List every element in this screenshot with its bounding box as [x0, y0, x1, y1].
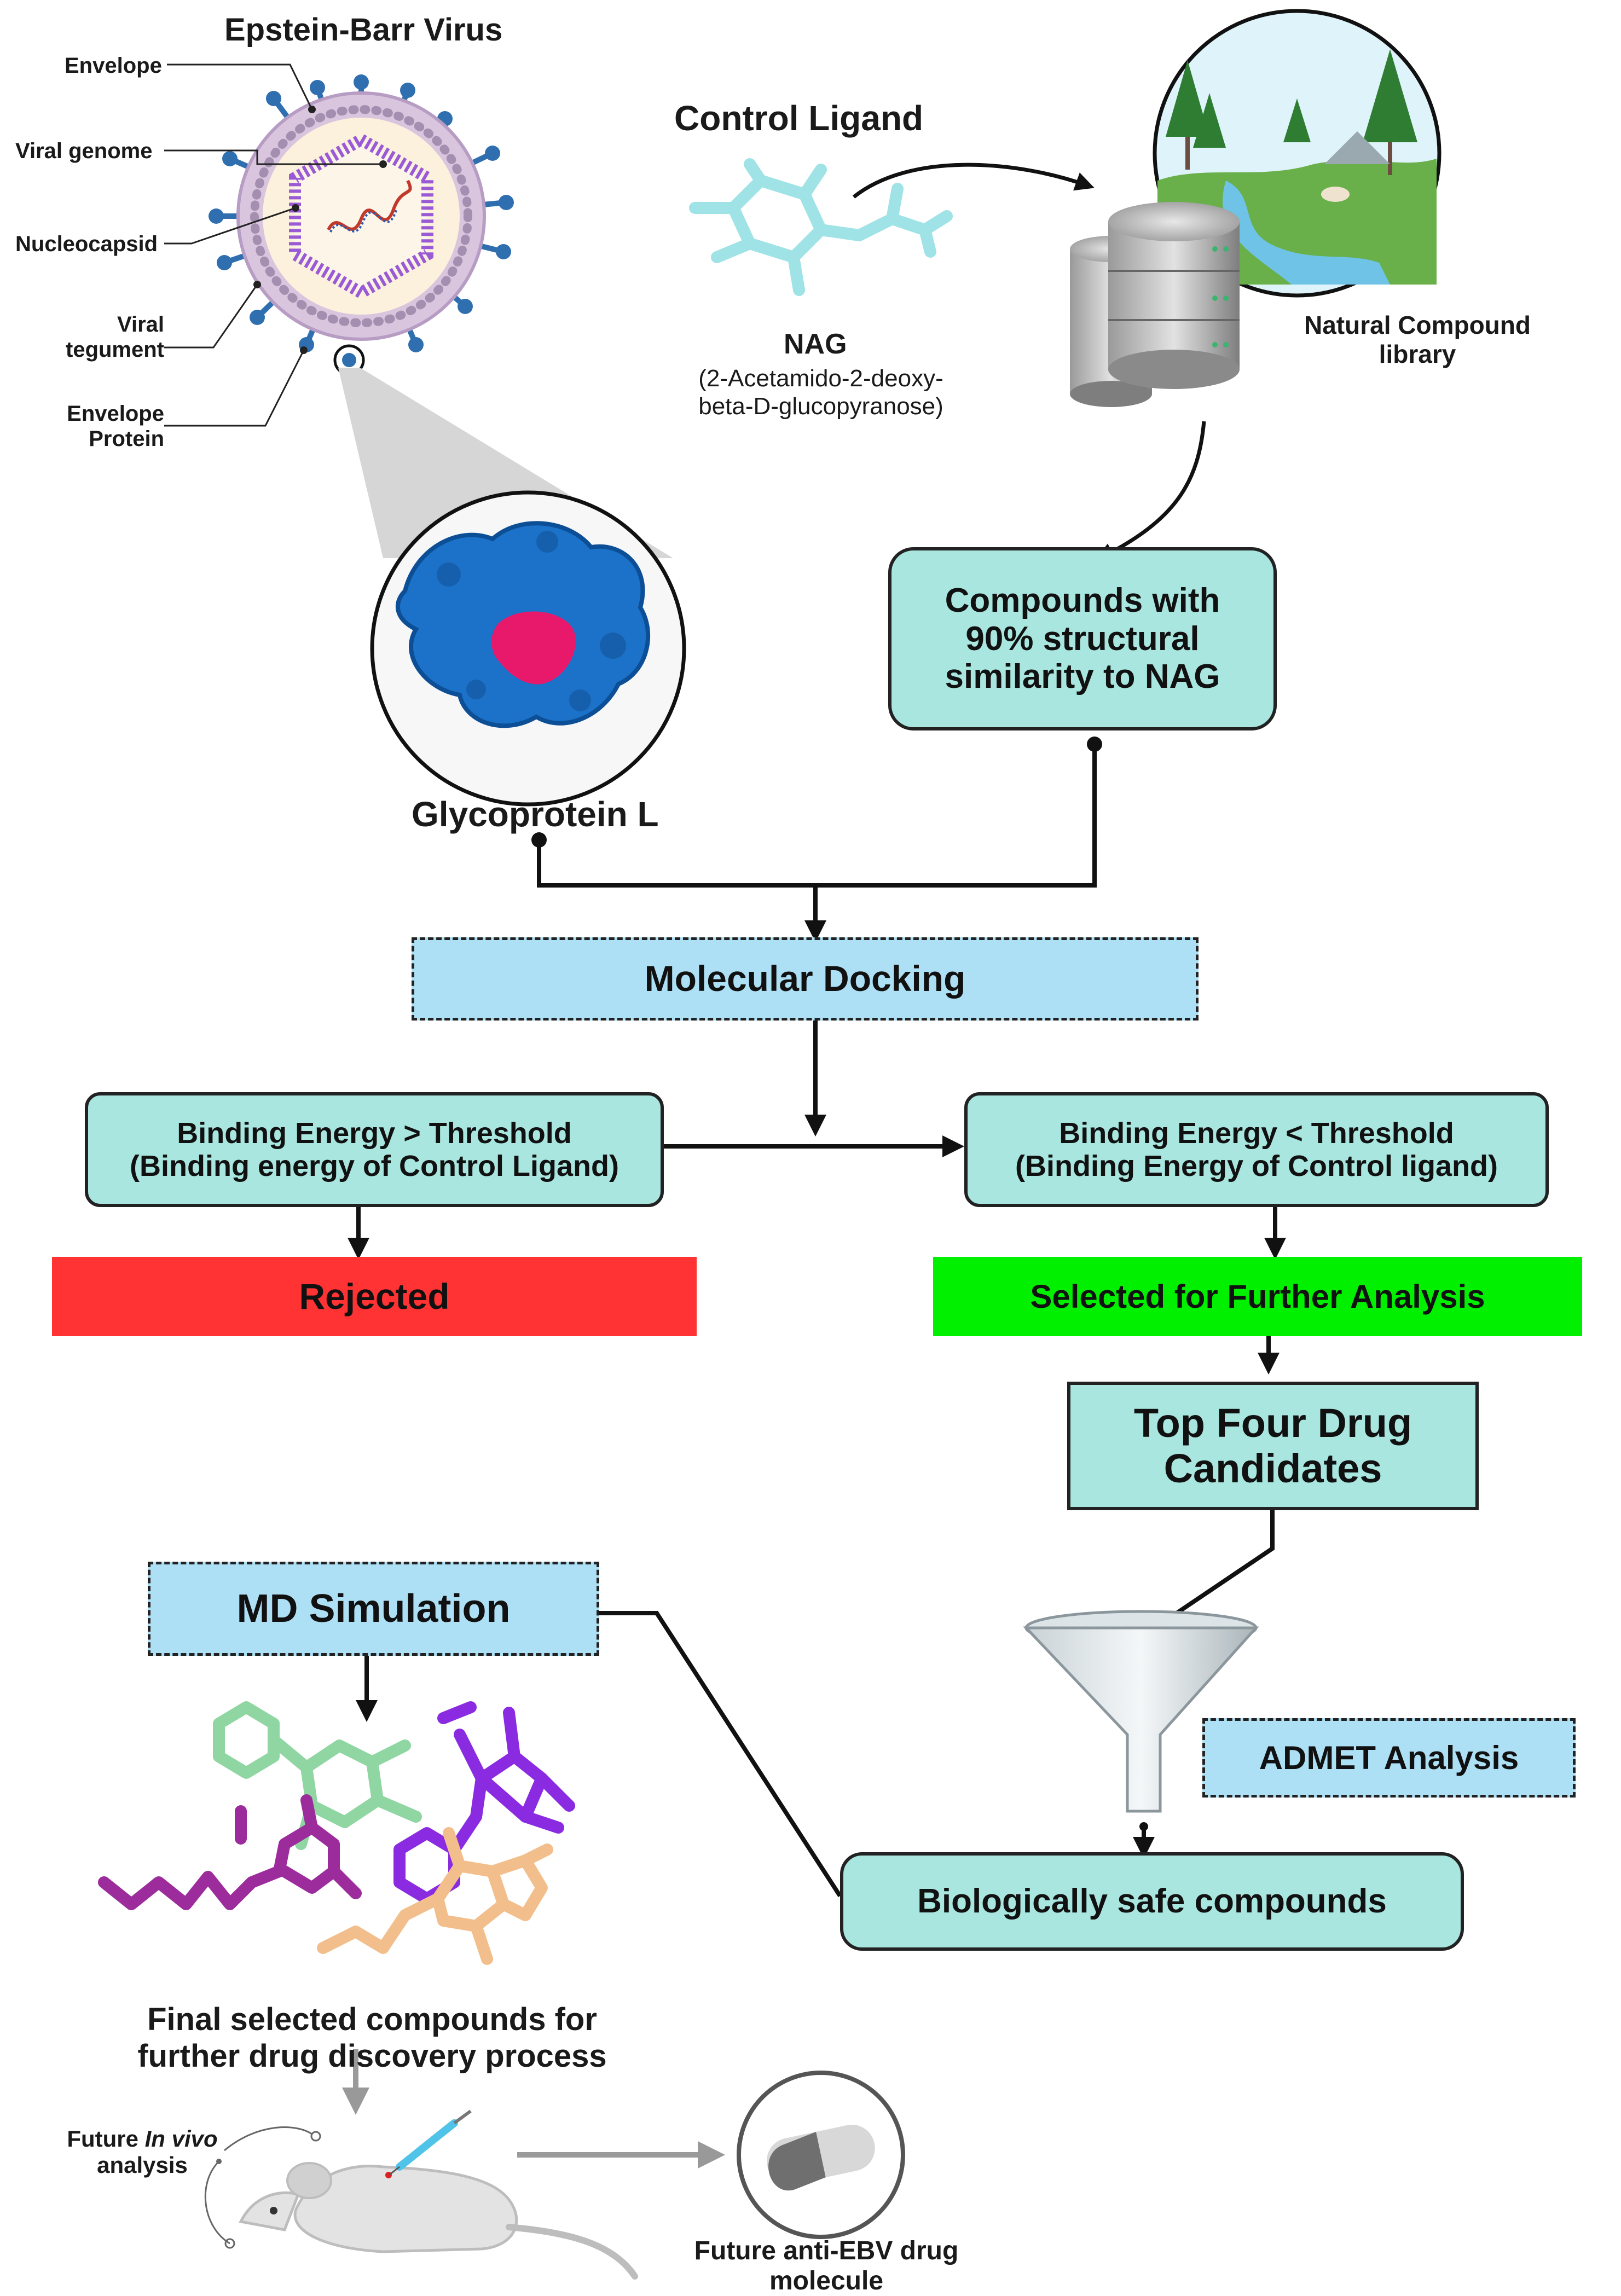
compound-magenta [98, 1794, 362, 1910]
label-viral-genome: Viral genome [15, 139, 153, 163]
drug-capsule-icon [737, 2071, 905, 2239]
in-vivo-suffix: analysis [97, 2152, 188, 2178]
in-vivo-italic: In vivo [144, 2126, 218, 2152]
top-four-candidates-box: Top Four Drug Candidates [1067, 1382, 1479, 1510]
glycoprotein-l-structure [396, 521, 650, 728]
admet-analysis-box: ADMET Analysis [1202, 1718, 1576, 1798]
nag-name: NAG [784, 328, 847, 360]
final-compounds-label: Final selected compounds for further dru… [137, 2002, 607, 2074]
mouse-illustration [204, 2109, 638, 2280]
compound-green [213, 1701, 422, 1850]
library-label: Natural Compound library [1304, 311, 1531, 368]
arrow-library-to-compounds [1095, 421, 1206, 561]
database-icon [1070, 202, 1240, 407]
biologically-safe-box: Biologically safe compounds [840, 1852, 1464, 1951]
arrow-ligand-to-library [852, 163, 1095, 199]
control-ligand-title: Control Ligand [674, 98, 924, 138]
energy-below-threshold-box: Binding Energy < Threshold (Binding Ener… [964, 1092, 1549, 1207]
virus-illustration [209, 74, 514, 376]
compound-tan [317, 1827, 553, 1965]
label-viral-tegument: Viral tegument [66, 312, 164, 362]
label-nucleocapsid: Nucleocapsid [15, 232, 158, 256]
nag-molecule [689, 158, 953, 296]
md-simulation-box: MD Simulation [148, 1562, 599, 1656]
virus-leader-lines [164, 63, 383, 427]
label-envelope-protein: Envelope Protein [67, 402, 164, 451]
virus-title: Epstein-Barr Virus [224, 12, 503, 48]
rejected-box: Rejected [52, 1257, 697, 1336]
nag-full-name: (2-Acetamido-2-deoxy- beta-D-glucopyrano… [698, 365, 943, 420]
molecular-docking-box: Molecular Docking [412, 937, 1199, 1021]
flow-connectors [348, 744, 1286, 1898]
future-arrows [342, 2049, 725, 2169]
in-vivo-label: Future In vivo analysis [38, 2126, 246, 2179]
in-vivo-prefix: Future [67, 2126, 145, 2152]
funnel-icon [1023, 1610, 1259, 1813]
glycoprotein-label: Glycoprotein L [412, 795, 659, 834]
selected-box: Selected for Further Analysis [933, 1257, 1582, 1336]
label-envelope: Envelope [65, 54, 162, 78]
compound-structures [98, 1701, 575, 1965]
similar-compounds-box: Compounds with 90% structural similarity… [888, 547, 1277, 730]
energy-above-threshold-box: Binding Energy > Threshold (Binding ener… [85, 1092, 664, 1207]
